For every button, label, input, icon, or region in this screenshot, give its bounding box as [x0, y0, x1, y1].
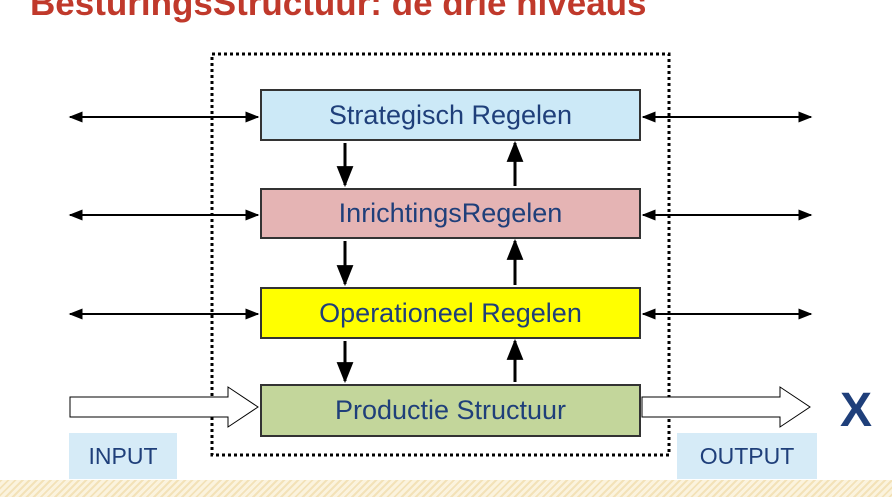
- input-label: INPUT: [69, 433, 177, 479]
- production-structure-box: Productie Structuur: [260, 384, 641, 437]
- inrichting-control-box: InrichtingsRegelen: [260, 188, 641, 239]
- input-arrow: [69, 386, 259, 428]
- strategic-control-box: Strategisch Regelen: [260, 89, 641, 141]
- output-x-mark: X: [840, 384, 873, 437]
- system-boundary: [210, 52, 671, 457]
- output-arrow: [641, 386, 811, 428]
- footer-band: [0, 480, 892, 497]
- operational-control-box: Operationeel Regelen: [260, 287, 641, 339]
- slide-title: BesturingsStructuur: de drie niveaus: [30, 0, 647, 23]
- output-label: OUTPUT: [677, 433, 817, 479]
